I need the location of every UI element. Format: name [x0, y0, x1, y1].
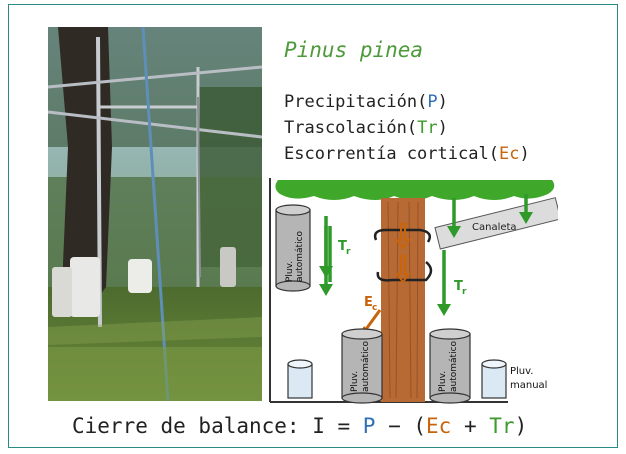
rain-gauge-manual-right	[481, 359, 507, 399]
water-balance-diagram: Canaleta T r T r E c Pluv.	[268, 178, 562, 404]
throughfall-arrow-icon	[319, 226, 333, 296]
equation-minus: − (	[375, 414, 427, 438]
legend-label: Precipitación	[284, 92, 418, 112]
tr-label: T	[454, 279, 463, 294]
legend-label: Trascolación	[284, 118, 407, 138]
svg-text:automático: automático	[449, 340, 459, 392]
rain-gauge-automatic-upper: Pluv. automático	[275, 204, 311, 292]
pluv-manual-label-line2: manual	[510, 380, 547, 391]
legend-label: Escorrentía cortical	[284, 144, 489, 164]
equation-close: )	[514, 414, 528, 438]
stemflow-collar-upper	[373, 228, 431, 243]
tr-label-sub: r	[346, 247, 351, 257]
legend-symbol: Tr	[417, 118, 438, 138]
pluv-manual-label-line1: Pluv.	[510, 366, 533, 377]
legend-symbol: Ec	[498, 144, 520, 164]
tr-label-sub: r	[462, 287, 467, 297]
tr-label: T	[338, 239, 347, 254]
trunk	[381, 198, 425, 402]
svg-text:Pluv.: Pluv.	[285, 261, 295, 282]
rain-gauge-manual-left	[287, 359, 313, 399]
stemflow-arrow-icon	[395, 223, 411, 284]
svg-text:automático: automático	[361, 340, 371, 392]
rain-gauge-automatic-stemflow: Pluv. automático	[341, 328, 383, 404]
ec-label-sub: c	[372, 303, 377, 313]
field-photo	[48, 27, 262, 401]
canaleta-trough	[434, 197, 562, 250]
balance-equation: Cierre de balance: I = P − (Ec + Tr)	[72, 414, 527, 438]
rain-gauge-automatic-canaleta: Pluv. automático	[429, 328, 471, 404]
species-title: Pinus pinea	[284, 38, 424, 62]
legend-item-trascolacion: Trascolación(Tr)	[284, 118, 448, 138]
stemflow-collar-lower	[376, 261, 433, 282]
ec-label: E	[364, 295, 373, 310]
svg-text:Pluv.: Pluv.	[350, 371, 360, 392]
throughfall-arrow-icon	[437, 250, 451, 316]
legend-item-precipitacion: Precipitación(P)	[284, 92, 448, 112]
canopy	[275, 180, 555, 200]
legend-symbol: P	[427, 92, 438, 112]
equation-tr: Tr	[489, 414, 515, 438]
legend-item-escorrentia: Escorrentía cortical(Ec)	[284, 144, 530, 164]
canaleta-label: Canaleta	[472, 222, 517, 233]
equation-ec: Ec	[426, 414, 452, 438]
throughfall-arrow-icon	[519, 194, 533, 224]
equation-prefix: Cierre de balance: I =	[72, 414, 363, 438]
svg-text:Pluv.: Pluv.	[438, 371, 448, 392]
figure-frame	[8, 4, 618, 448]
throughfall-arrow-icon	[447, 198, 461, 238]
equation-plus: +	[451, 414, 490, 438]
equation-p: P	[362, 414, 376, 438]
svg-text:automático: automático	[295, 230, 305, 282]
